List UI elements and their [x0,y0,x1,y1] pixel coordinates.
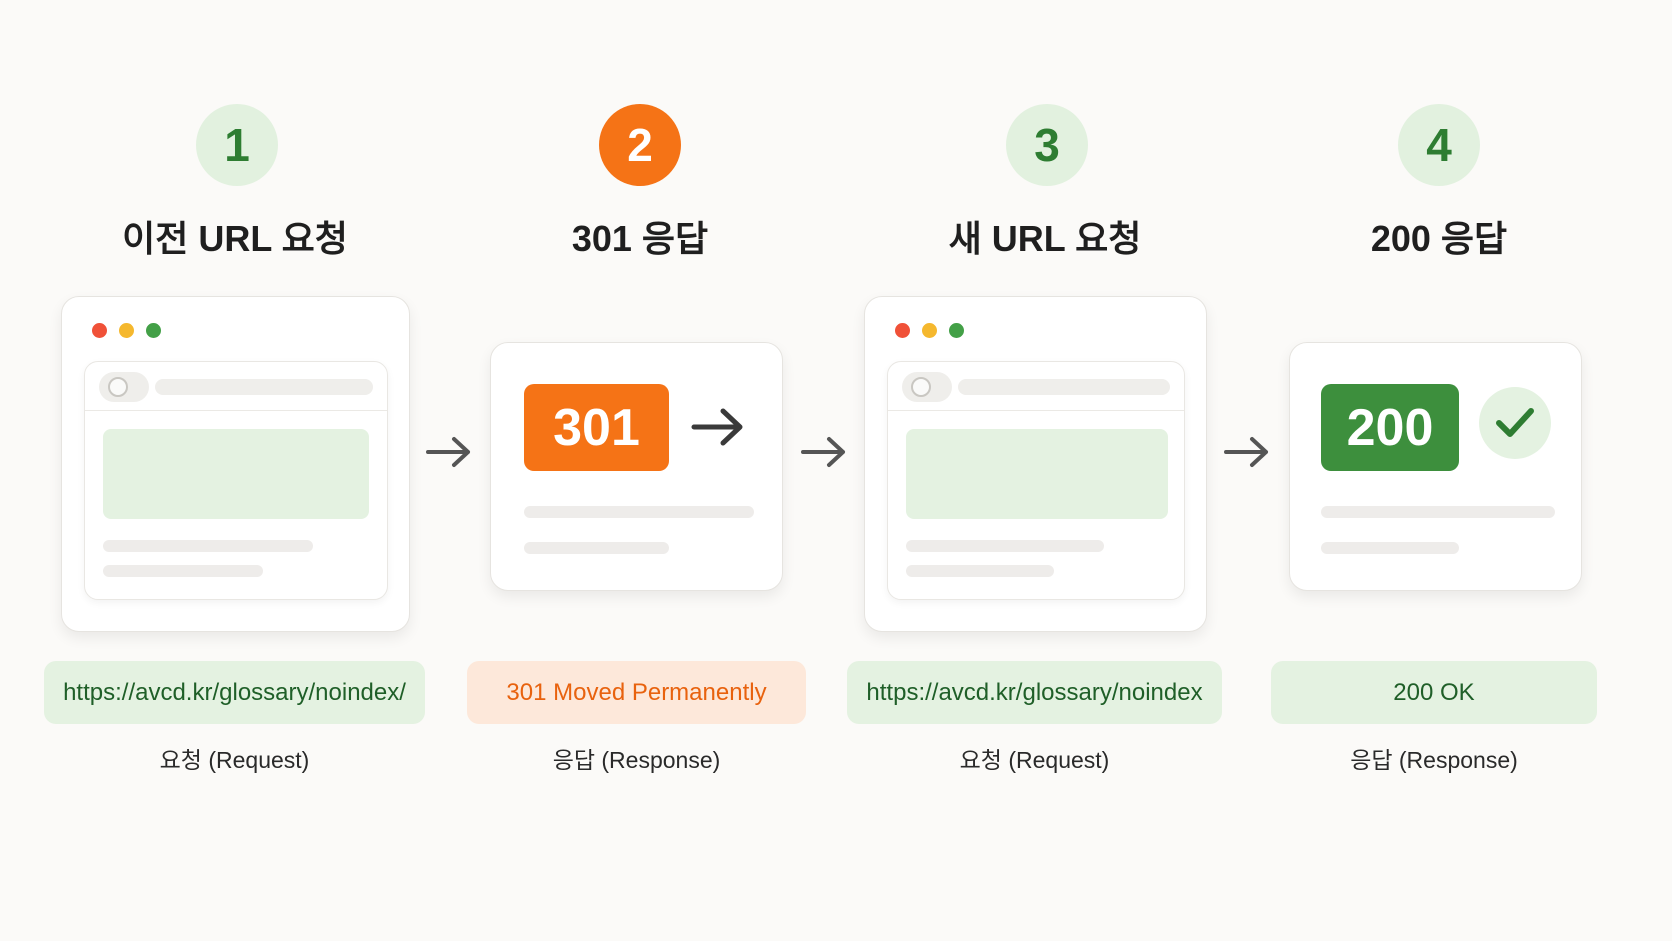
request-url: https://avcd.kr/glossary/noindex [866,678,1203,706]
step-caption: 응답 (Response) [1350,747,1518,773]
step-number: 1 [224,119,250,171]
maximize-dot-icon [949,323,964,338]
toggle-icon [99,372,149,402]
arrow-right-icon [801,437,845,467]
text-line-placeholder [906,540,1104,552]
step-number: 4 [1426,119,1452,171]
browser-window [61,296,410,632]
status-text-pill: 301 Moved Permanently [467,661,806,724]
step-number-badge: 1 [196,104,278,186]
redirect-arrow-icon [691,408,743,446]
close-dot-icon [92,323,107,338]
step-number-badge: 4 [1398,104,1480,186]
toggle-icon [902,372,952,402]
success-badge [1479,387,1551,459]
address-bar [85,362,387,411]
close-dot-icon [895,323,910,338]
text-line-placeholder [103,540,313,552]
browser-window [864,296,1207,632]
status-code-box: 200 [1321,384,1459,471]
status-text-pill: 200 OK [1271,661,1597,724]
window-controls [92,323,161,338]
step-title: 301 응답 [571,218,709,259]
text-line-placeholder [524,506,754,518]
status-text: 301 Moved Permanently [506,678,767,706]
text-line-placeholder [103,565,263,577]
request-url: https://avcd.kr/glossary/noindex/ [63,678,406,706]
step-number: 3 [1034,119,1060,171]
status-text: 200 OK [1393,678,1475,706]
text-line-placeholder [1321,542,1459,554]
step-caption: 요청 (Request) [959,747,1110,773]
text-line-placeholder [524,542,669,554]
step-caption: 요청 (Request) [159,747,310,773]
request-url-pill: https://avcd.kr/glossary/noindex/ [44,661,425,724]
address-placeholder [155,379,373,395]
maximize-dot-icon [146,323,161,338]
response-card: 200 [1289,342,1582,591]
request-url-pill: https://avcd.kr/glossary/noindex [847,661,1222,724]
page-content-block [906,429,1168,519]
status-code: 301 [553,398,640,457]
text-line-placeholder [1321,506,1555,518]
response-card: 301 [490,342,783,591]
address-bar [888,362,1184,411]
browser-page [887,361,1185,600]
minimize-dot-icon [922,323,937,338]
step-title: 이전 URL 요청 [122,218,348,259]
check-icon [1496,408,1534,437]
page-content-block [103,429,369,519]
arrow-right-icon [426,437,470,467]
window-controls [895,323,964,338]
step-caption: 응답 (Response) [552,747,721,773]
step-title: 200 응답 [1370,218,1508,259]
step-number-badge: 3 [1006,104,1088,186]
status-code-box: 301 [524,384,669,471]
browser-page [84,361,388,600]
minimize-dot-icon [119,323,134,338]
address-placeholder [958,379,1170,395]
step-title: 새 URL 요청 [948,218,1142,259]
step-number-badge: 2 [599,104,681,186]
step-number: 2 [627,119,653,171]
arrow-right-icon [1224,437,1268,467]
status-code: 200 [1346,398,1434,457]
text-line-placeholder [906,565,1054,577]
